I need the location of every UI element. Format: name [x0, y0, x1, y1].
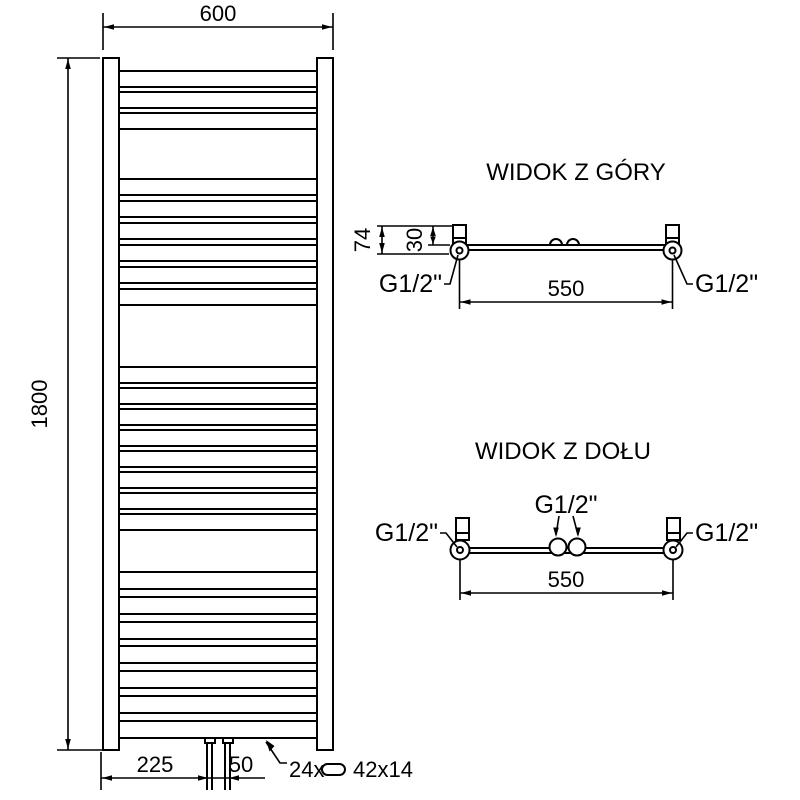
stub-left — [204, 737, 216, 744]
left-connection-leader — [444, 254, 459, 285]
tube-callout-arrow — [266, 740, 275, 752]
radiator-left-rail — [102, 57, 120, 751]
radiator-tube — [118, 200, 318, 218]
fitting-hole — [669, 546, 677, 554]
top-view-right-fitting — [662, 224, 683, 261]
fitting-nut — [662, 240, 683, 261]
radiator-tube — [118, 112, 318, 130]
fitting-hole — [668, 246, 677, 255]
dim-spacing-lines — [458, 259, 674, 309]
bottom-view-right-fitting — [662, 517, 684, 561]
dim-spacing-lines — [459, 560, 674, 600]
fitting-hole — [456, 546, 464, 554]
bottom-right-connection-label: G1/2" — [695, 519, 758, 547]
dim-width: 600 — [102, 1, 334, 50]
radiator-tube — [118, 645, 318, 664]
dim-height: 1800 — [27, 57, 113, 751]
radiator-tube — [118, 70, 318, 88]
radiator-tube — [118, 621, 318, 640]
dim-offset-arrows — [430, 227, 436, 244]
dim-width-lines — [102, 13, 334, 50]
bottom-view-title: WIDOK Z DOŁU — [475, 438, 651, 465]
radiator-tube — [118, 266, 318, 284]
radiator-tube — [118, 222, 318, 240]
dim-spacing-top-label: 550 — [548, 276, 585, 301]
radiator-tube — [118, 720, 318, 739]
radiator-tube — [118, 513, 318, 531]
fitting-body — [666, 517, 681, 541]
radiator-tube — [118, 492, 318, 510]
top-left-connection-label: G1/2" — [379, 270, 442, 298]
dim-spacing-label: 50 — [229, 752, 253, 777]
radiator-tube — [118, 178, 318, 196]
radiator-tube — [118, 429, 318, 447]
right-connection-leader — [675, 532, 693, 548]
top-view-center-bumps — [549, 238, 580, 246]
top-view-connections: G1/2" G1/2" — [379, 254, 758, 298]
dim-width-label: 600 — [200, 1, 237, 26]
radiator-tube — [118, 366, 318, 384]
radiator-tube — [118, 596, 318, 615]
tube-callout: 24x 42x14 — [265, 740, 413, 782]
top-view-bar — [466, 244, 666, 251]
left-connection-leader — [440, 532, 458, 548]
dim-depth: 74 — [350, 225, 452, 255]
radiator-tube — [118, 387, 318, 405]
radiator-tube — [118, 695, 318, 714]
dim-spacing-top: 550 — [458, 259, 674, 309]
dim-spacing-bottom: 550 — [459, 560, 674, 600]
dim-depth-label: 74 — [350, 228, 375, 252]
bottom-view-left-fitting — [449, 517, 471, 561]
bottom-connection-stubs — [204, 737, 234, 790]
radiator-right-rail — [316, 57, 334, 751]
bottom-left-connection-label: G1/2" — [375, 519, 438, 547]
dim-depth-arrows — [379, 227, 385, 253]
dim-offset-top-label: 30 — [402, 228, 427, 252]
radiator-tube — [118, 450, 318, 468]
center-connection-left — [548, 537, 568, 557]
center-connection-right — [567, 537, 587, 557]
top-right-connection-label: G1/2" — [695, 270, 758, 298]
center-connection-arrows — [553, 527, 581, 537]
fitting-hole — [455, 246, 464, 255]
radiator-tube — [118, 244, 318, 262]
top-view-left-fitting — [449, 224, 470, 261]
radiator-tube — [118, 670, 318, 689]
bottom-view-center-connections: G1/2" — [534, 491, 598, 557]
bottom-view: WIDOK Z DOŁU G1/2" G1/2" — [375, 438, 758, 600]
dim-spacing-bottom-label: 550 — [548, 567, 585, 592]
fitting-body — [455, 517, 470, 541]
connection-pipes — [206, 743, 231, 790]
dim-height-lines — [57, 57, 113, 751]
dim-offset-top: 30 — [402, 226, 450, 252]
bottom-center-connection-label: G1/2" — [534, 491, 597, 519]
tube-count-label: 24x — [289, 757, 324, 782]
tube-profile-label: 42x14 — [353, 757, 413, 782]
front-view: 600 1800 225 50 24x 42x14 — [27, 1, 413, 790]
fitting-nut — [449, 240, 470, 261]
radiator-tube — [118, 288, 318, 306]
dim-offset-label: 225 — [137, 752, 174, 777]
top-view: WIDOK Z GÓRY 74 30 — [350, 159, 758, 309]
radiator-tube — [118, 471, 318, 489]
right-connection-leader — [673, 254, 693, 285]
dim-bottom: 225 50 — [100, 752, 265, 790]
radiator-tubes — [118, 70, 318, 739]
bottom-view-side-connections: G1/2" G1/2" — [375, 519, 758, 548]
stub-right — [222, 737, 234, 744]
dim-height-label: 1800 — [27, 380, 52, 429]
top-view-title: WIDOK Z GÓRY — [486, 159, 666, 186]
radiator-tube — [118, 91, 318, 109]
radiator-tube — [118, 571, 318, 590]
flat-tube-profile-icon — [321, 763, 346, 776]
radiator-tube — [118, 408, 318, 426]
